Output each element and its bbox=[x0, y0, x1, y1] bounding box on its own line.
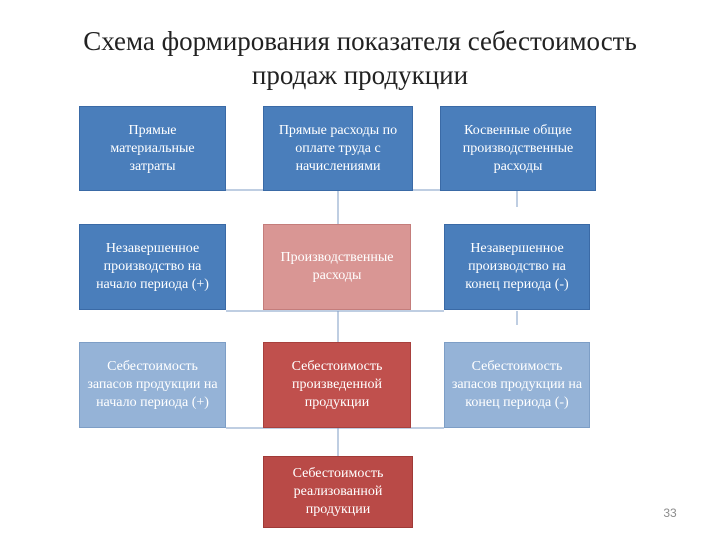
box-production-costs: Производственные расходы bbox=[263, 224, 411, 310]
box-direct-materials: Прямые материальные затраты bbox=[79, 106, 226, 191]
box-inventory-end: Себестоимость запасов продукции на конец… bbox=[444, 342, 590, 428]
box-indirect-overhead: Косвенные общие производственные расходы bbox=[440, 106, 596, 191]
box-inventory-begin-label: Себестоимость запасов продукции на начал… bbox=[87, 359, 218, 410]
box-wip-begin-label: Незавершенное производство на начало пер… bbox=[96, 241, 209, 292]
box-cost-produced-label: Себестоимость произведенной продукции bbox=[291, 359, 383, 410]
box-wip-begin: Незавершенное производство на начало пер… bbox=[79, 224, 226, 310]
box-direct-labor: Прямые расходы по оплате труда с начисле… bbox=[263, 106, 413, 191]
slide-title-line2: продаж продукции bbox=[251, 60, 469, 90]
box-cost-of-sales-label: Себестоимость реализованной продукции bbox=[292, 466, 384, 517]
box-production-costs-label: Производственные расходы bbox=[280, 250, 394, 283]
box-inventory-end-label: Себестоимость запасов продукции на конец… bbox=[451, 359, 583, 410]
box-direct-materials-label: Прямые материальные затраты bbox=[110, 122, 195, 174]
box-direct-labor-label: Прямые расходы по оплате труда с начисле… bbox=[278, 122, 398, 174]
box-cost-of-sales: Себестоимость реализованной продукции bbox=[263, 456, 413, 528]
box-inventory-begin: Себестоимость запасов продукции на начал… bbox=[79, 342, 226, 428]
slide-title: Схема формирования показателя себестоимо… bbox=[0, 24, 720, 92]
slide-title-line1: Схема формирования показателя себестоимо… bbox=[83, 26, 637, 56]
box-cost-produced: Себестоимость произведенной продукции bbox=[263, 342, 411, 428]
page-number: 33 bbox=[663, 506, 677, 520]
box-wip-end-label: Незавершенное производство на конец пери… bbox=[465, 241, 569, 292]
box-indirect-overhead-label: Косвенные общие производственные расходы bbox=[462, 122, 574, 174]
box-wip-end: Незавершенное производство на конец пери… bbox=[444, 224, 590, 310]
